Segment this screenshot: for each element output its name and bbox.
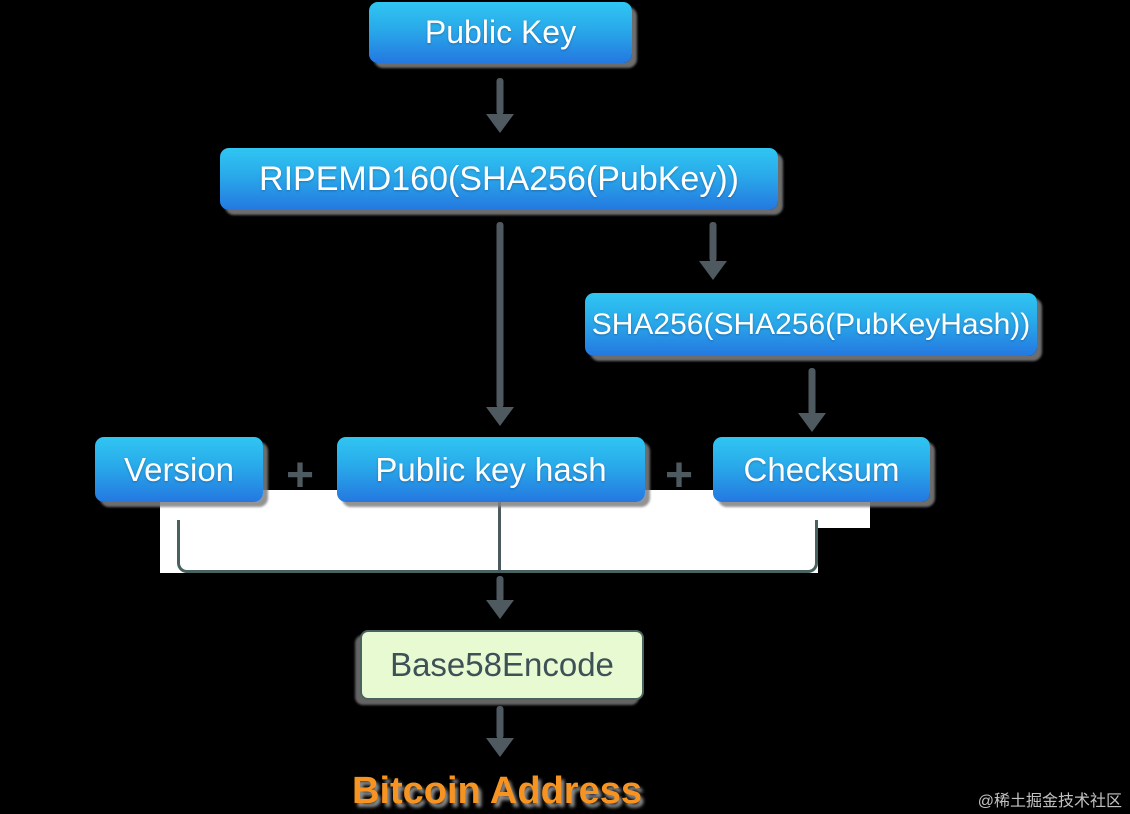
arrow-shaft: [496, 706, 504, 739]
arrow-down-icon: [798, 413, 826, 432]
plus-operator: +: [664, 449, 694, 502]
arrow-ripemd-to-sha256: [699, 222, 727, 280]
arrow-ripemd-to-public-key-hash: [486, 222, 514, 431]
concat-panel: [160, 505, 818, 573]
node-base58-encode: Base58Encode: [360, 630, 644, 700]
arrow-down-icon: [486, 600, 514, 619]
arrow-shaft: [808, 368, 816, 415]
plus-operator: +: [285, 449, 315, 502]
arrow-down-icon: [486, 114, 514, 133]
arrow-sha256-to-checksum: [798, 368, 826, 432]
watermark: @稀土掘金技术社区: [977, 793, 1122, 810]
arrow-shaft: [496, 222, 504, 408]
concat-center-line: [498, 502, 501, 573]
node-public-key: Public Key: [369, 2, 632, 63]
concat-bracket: [177, 520, 818, 573]
arrow-shaft: [709, 222, 717, 262]
arrow-public-key-to-ripemd: [486, 78, 514, 133]
node-public-key-hash: Public key hash: [337, 437, 645, 502]
node-ripemd160-sha256: RIPEMD160(SHA256(PubKey)): [220, 148, 778, 210]
arrow-down-icon: [486, 738, 514, 757]
bitcoin-address-label: Bitcoin Address: [352, 770, 642, 812]
arrow-base58-to-bitcoin-address: [486, 706, 514, 757]
node-version: Version: [95, 437, 263, 502]
arrow-down-icon: [699, 261, 727, 280]
arrow-shaft: [496, 576, 504, 602]
arrow-down-icon: [486, 407, 514, 426]
arrow-bracket-to-base58: [486, 576, 514, 619]
node-sha256-sha256: SHA256(SHA256(PubKeyHash)): [585, 293, 1037, 356]
node-checksum: Checksum: [713, 437, 930, 502]
arrow-shaft: [496, 78, 504, 115]
